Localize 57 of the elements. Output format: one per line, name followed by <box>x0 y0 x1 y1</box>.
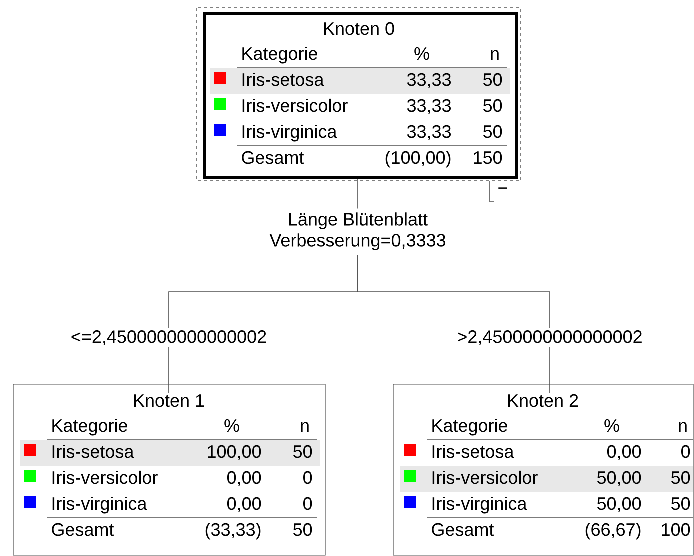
percentage: 33,33 <box>407 99 451 114</box>
total-label: Gesamt <box>52 523 114 536</box>
column-header: Kategorie <box>242 46 318 64</box>
node-box <box>13 384 326 556</box>
node-box <box>393 384 694 556</box>
collapse-toggle: − <box>490 180 508 202</box>
column-header: % <box>224 420 240 432</box>
column-header: Kategorie <box>52 418 128 436</box>
category-name: Iris-versicolor <box>242 98 348 112</box>
count: 50 <box>672 497 690 510</box>
count: 150 <box>474 151 502 164</box>
percentage: (33,33) <box>206 522 261 540</box>
improvement-value: Verbesserung=0,3333 <box>270 234 446 250</box>
count: 0 <box>304 471 312 484</box>
total-label: Gesamt <box>242 151 304 164</box>
percentage: 33,33 <box>407 73 451 88</box>
category-name: Iris-virginica <box>242 124 338 142</box>
edge-label: <=2,4500000000000002 <box>68 328 270 348</box>
node-title: Knoten 2 <box>508 394 578 408</box>
total-label: Gesamt <box>432 523 494 536</box>
count: 50 <box>672 471 690 484</box>
node-title: Knoten 1 <box>134 394 204 408</box>
category-name: Iris-virginica <box>52 496 148 514</box>
percentage: 0,00 <box>227 497 262 512</box>
column-header: Kategorie <box>432 418 508 436</box>
edge-label: >2,4500000000000002 <box>455 328 645 348</box>
column-header: % <box>604 420 620 432</box>
column-header: n <box>301 422 309 432</box>
count: 50 <box>294 523 312 536</box>
count: 50 <box>484 125 502 138</box>
column-header: n <box>679 422 687 432</box>
column-header: n <box>491 50 499 60</box>
node-box <box>196 8 522 182</box>
percentage: 50,00 <box>597 471 642 486</box>
category-name: Iris-setosa <box>52 444 134 458</box>
count: 50 <box>484 99 502 112</box>
percentage: (100,00) <box>386 150 451 168</box>
percentage: 0,00 <box>607 445 642 460</box>
percentage: (66,67) <box>586 522 641 540</box>
count: 100 <box>662 523 690 536</box>
category-name: Iris-virginica <box>432 496 528 514</box>
node-title: Knoten 0 <box>324 22 394 36</box>
percentage: 0,00 <box>227 471 262 486</box>
percentage: 33,33 <box>407 125 451 140</box>
percentage: 50,00 <box>597 497 642 512</box>
percentage: 100,00 <box>208 445 262 460</box>
category-name: Iris-setosa <box>242 72 324 86</box>
category-name: Iris-setosa <box>432 444 514 458</box>
count: 50 <box>484 73 502 86</box>
count: 50 <box>294 445 312 458</box>
count: 0 <box>304 497 312 510</box>
category-name: Iris-versicolor <box>432 470 538 484</box>
column-header: % <box>414 48 430 60</box>
split-variable: Länge Blütenblatt <box>289 212 428 230</box>
connector-line <box>358 254 550 394</box>
category-name: Iris-versicolor <box>52 470 158 484</box>
count: 0 <box>682 445 690 458</box>
